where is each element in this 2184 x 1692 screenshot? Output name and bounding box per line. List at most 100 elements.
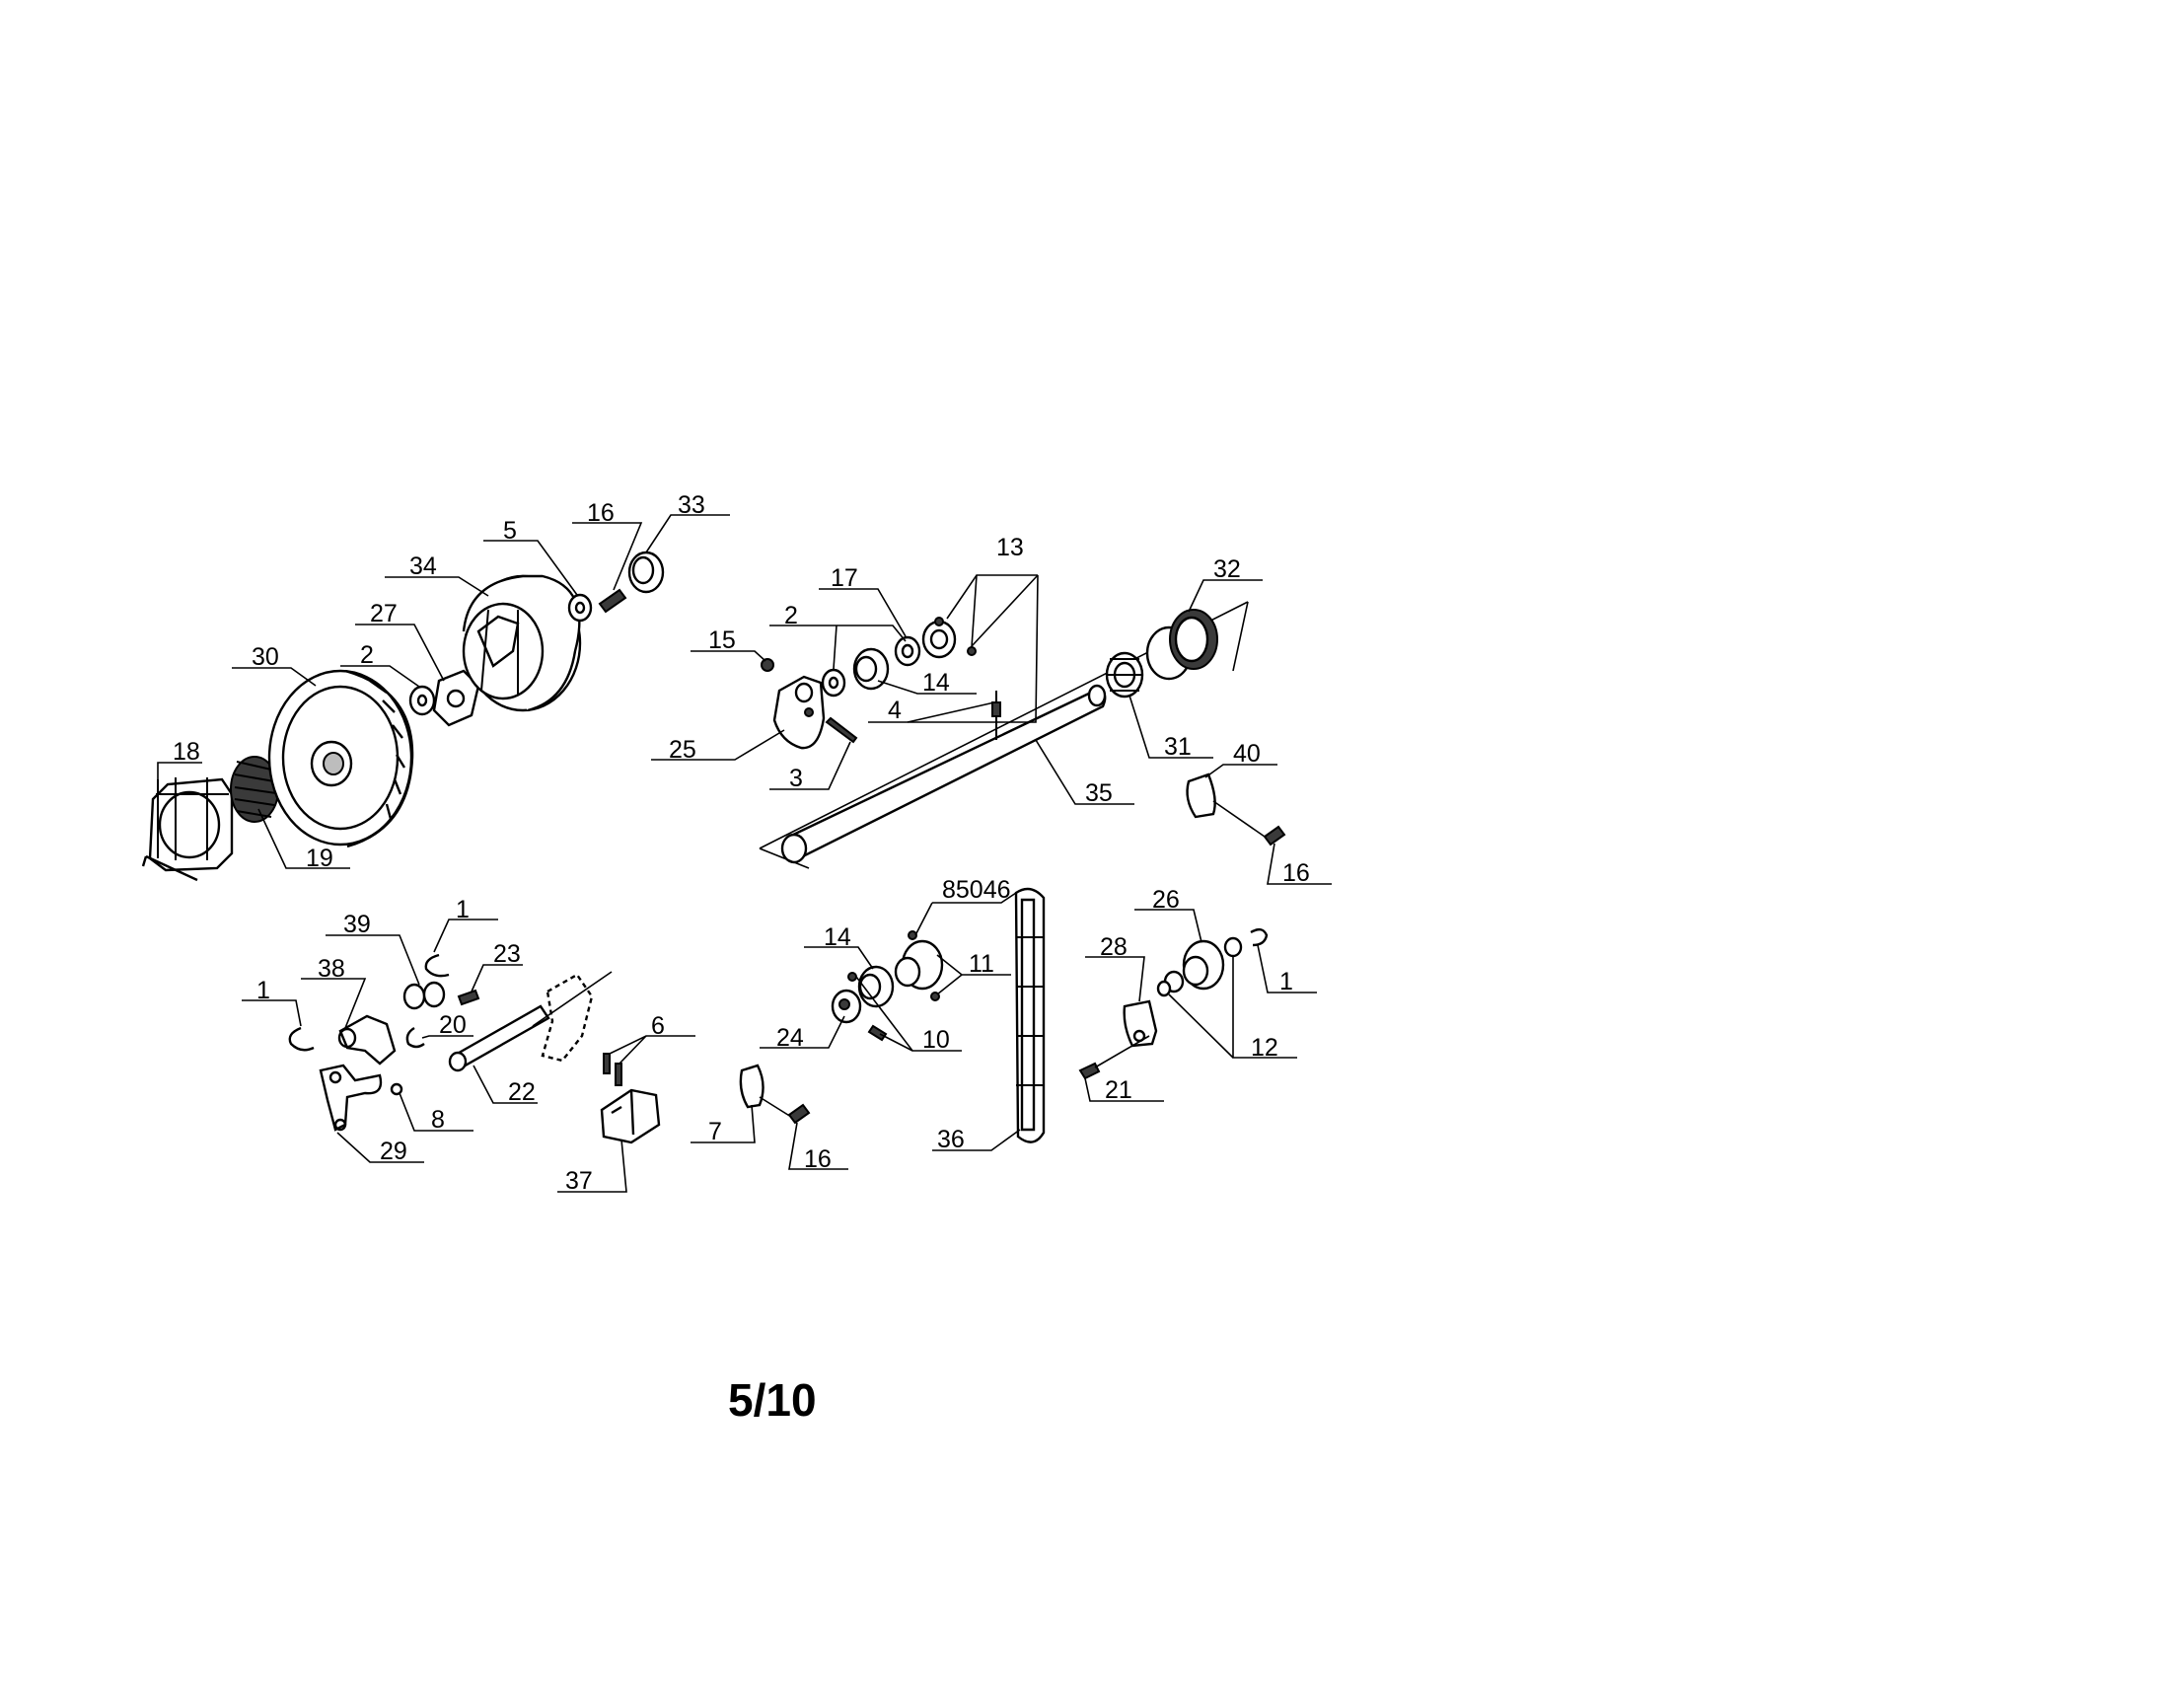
callout-1b: 1: [242, 977, 302, 1027]
callout-20: 20: [421, 1011, 473, 1039]
part-34-drum: [462, 574, 582, 712]
svg-text:32: 32: [1213, 555, 1241, 583]
svg-text:23: 23: [493, 940, 521, 968]
callout-15: 15: [691, 626, 766, 662]
callout-1c: 1: [1257, 944, 1317, 995]
part-3-pin: [825, 716, 858, 744]
svg-text:31: 31: [1164, 733, 1192, 761]
part-1c-clip: [1250, 927, 1269, 947]
callout-19: 19: [257, 808, 350, 872]
callout-4: 4: [868, 574, 1039, 724]
callout-30: 30: [232, 643, 317, 687]
callout-22: 22: [473, 1065, 538, 1106]
part-14a-bearing: [852, 647, 890, 691]
callout-12: 12: [1168, 957, 1297, 1062]
callout-8: 8: [399, 1092, 473, 1134]
part-6-screws: [603, 1053, 622, 1086]
callout-31: 31: [1128, 695, 1213, 761]
page-number: 5/10: [728, 1374, 817, 1426]
svg-text:1: 1: [256, 977, 270, 1004]
callout-16c: 16: [788, 1122, 848, 1173]
part-1a-clip: [424, 953, 450, 978]
part-12-washers: [1156, 936, 1243, 997]
callout-34: 34: [385, 552, 489, 597]
svg-text:36: 36: [937, 1126, 965, 1153]
callout-1a: 1: [433, 896, 498, 953]
svg-text:15: 15: [708, 626, 736, 654]
part-2a-washer: [408, 685, 436, 716]
part-36-belt: [1014, 887, 1046, 1143]
svg-text:34: 34: [409, 552, 437, 580]
callout-27: 27: [355, 600, 445, 682]
callout-32: 32: [1188, 555, 1263, 613]
svg-text:29: 29: [380, 1138, 407, 1165]
part-28-plate: [1123, 999, 1158, 1048]
svg-text:27: 27: [370, 600, 398, 627]
svg-text:18: 18: [173, 738, 200, 766]
svg-text:11: 11: [969, 950, 994, 978]
svg-text:16: 16: [1282, 859, 1310, 887]
svg-text:6: 6: [651, 1012, 665, 1040]
callout-13: 13: [946, 534, 1039, 648]
svg-text:14: 14: [922, 669, 950, 697]
part-26-pulley: [1163, 939, 1225, 993]
part-lever-ghost: [532, 971, 613, 1063]
part-11-screw: [867, 1024, 888, 1042]
part-15-nut: [761, 658, 774, 672]
part-18-cover: [141, 777, 234, 882]
svg-text:3: 3: [789, 765, 803, 792]
callout-14a: 14: [877, 669, 977, 697]
callout-28: 28: [1085, 933, 1145, 1002]
part-17-bushing: [894, 635, 921, 667]
callout-18: 18: [157, 738, 202, 787]
svg-text:1: 1: [456, 896, 470, 923]
part-13-gear: [921, 617, 977, 659]
part-31-sprocket: [1105, 651, 1144, 699]
svg-text:20: 20: [439, 1011, 467, 1039]
svg-text:30: 30: [252, 643, 279, 671]
part-29-fork: [319, 1064, 383, 1132]
svg-text:40: 40: [1233, 740, 1261, 768]
callout-2a: 2: [340, 641, 420, 688]
svg-text:85046: 85046: [942, 876, 1011, 904]
part-14b-bearing: [857, 965, 895, 1008]
part-16a-screw: [598, 588, 627, 614]
callout-16a: 16: [572, 499, 643, 591]
callout-3: 3: [769, 741, 851, 792]
svg-text:2: 2: [784, 602, 798, 629]
part-23-screw: [457, 989, 480, 1006]
part-1b-clip: [288, 1026, 315, 1052]
part-8-washer: [390, 1082, 403, 1096]
svg-text:17: 17: [831, 564, 858, 592]
svg-text:37: 37: [565, 1167, 593, 1195]
svg-text:4: 4: [888, 697, 902, 724]
part-37-bracket: [600, 1088, 661, 1144]
callout-2b: 2: [769, 602, 907, 670]
callout-5: 5: [483, 517, 578, 596]
callout-14b: 14: [804, 923, 874, 970]
part-2b-washer: [821, 668, 846, 698]
svg-text:21: 21: [1105, 1076, 1132, 1104]
part-5-washer: [567, 593, 593, 623]
callout-16b: 16: [1267, 843, 1332, 887]
callout-39: 39: [326, 911, 420, 986]
callouts: 33 16 5 34 27 2 30 18: [157, 491, 1332, 1195]
part-20-clip: [405, 1026, 425, 1049]
callout-17: 17: [819, 564, 907, 637]
part-16c-screw: [759, 1096, 811, 1125]
svg-text:5: 5: [503, 517, 517, 545]
callout-35: 35: [1035, 739, 1134, 807]
svg-text:22: 22: [508, 1078, 536, 1106]
callout-24: 24: [760, 1015, 845, 1052]
svg-text:2: 2: [360, 641, 374, 669]
callout-11: 11: [936, 950, 1011, 995]
callout-25: 25: [651, 729, 785, 764]
part-85046-pulley: [894, 930, 944, 1001]
part-24-hub: [831, 972, 862, 1024]
svg-text:8: 8: [431, 1106, 445, 1134]
svg-text:10: 10: [922, 1026, 950, 1054]
svg-text:39: 39: [343, 911, 371, 938]
callout-37: 37: [557, 1139, 627, 1195]
callout-21: 21: [1084, 1076, 1164, 1104]
